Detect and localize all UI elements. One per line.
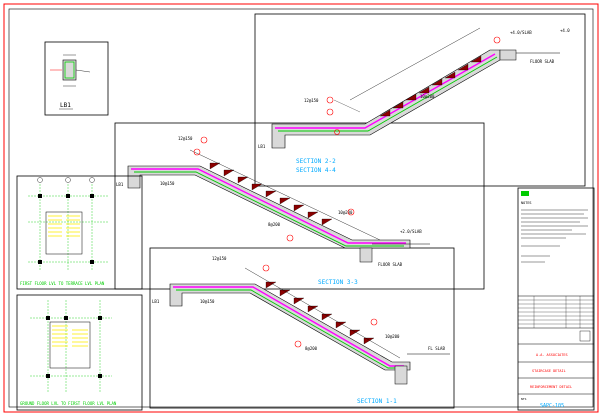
- section-2-title: SECTION 2-2: [296, 158, 336, 165]
- plan-lower-title: GROUND FLOOR LVL TO FIRST FLOOR LVL PLAN: [20, 401, 117, 406]
- detail-label: LB1: [60, 102, 71, 109]
- company-logo: [579, 330, 591, 342]
- notes-heading: NOTES: [521, 201, 532, 205]
- bar-mark-s1-1: 12@150: [212, 256, 227, 261]
- section-2-frame: [254, 13, 586, 187]
- section-3-steps: [209, 162, 333, 226]
- section-1-frame: [149, 247, 455, 409]
- section-3-drawing: +2.0/SLAB FLOOR SLAB LB1 12@150 10@150 1…: [116, 136, 430, 267]
- lb1-label-s2: LB1: [258, 144, 266, 149]
- section-3-title: SECTION 3-3: [318, 279, 358, 286]
- bar-mark-s2-1: 12@150: [304, 98, 319, 103]
- project-name: STAIRCASE DETAIL: [532, 369, 566, 373]
- bar-mark-s1-2: 10@150: [200, 299, 215, 304]
- scale-line: NTS: [521, 397, 527, 401]
- lb1-label-s1: LB1: [152, 299, 160, 304]
- bar-mark-s1-3: 10@200: [385, 334, 400, 339]
- title-block: NOTES A.A: [517, 187, 595, 411]
- level-tag-bot-a: FL SLAB: [428, 346, 445, 351]
- level-tag-top-b: +4.0: [560, 28, 570, 33]
- section-1-steps: [265, 281, 375, 345]
- drawing-number: SAPC-105: [540, 403, 564, 409]
- beam-detail-box: LB1: [44, 41, 109, 116]
- bar-mark-s3-3: 10@200: [338, 210, 353, 215]
- section-3-frame: [114, 122, 485, 290]
- sheet-border: [3, 3, 599, 413]
- floor-slab-label-top: FLOOR SLAB: [530, 59, 555, 64]
- bar-mark-s3-1: 12@150: [178, 136, 193, 141]
- plan-lower: GROUND FLOOR LVL TO FIRST FLOOR LVL PLAN: [16, 294, 143, 411]
- bar-mark-s2-2: 10@200: [420, 94, 435, 99]
- sheet-inner-border: [8, 8, 594, 408]
- bar-mark-s1-4: 8@200: [305, 346, 318, 351]
- level-tag-top-a: +4.0/SLAB: [510, 30, 532, 35]
- title-block-green-tag: [521, 191, 529, 196]
- section-1-drawing: FL SLAB LB1 12@150 10@150 10@200 8@200: [152, 256, 450, 385]
- level-tag-mid-a: +2.0/SLAB: [400, 229, 422, 234]
- section-1-title: SECTION 1-1: [357, 398, 397, 405]
- drawing-title: REINFORCEMENT DETAIL: [530, 385, 572, 389]
- section-4-title: SECTION 4-4: [296, 167, 336, 174]
- plan-upper: FIRST FLOOR LVL TO TERRACE LVL PLAN: [16, 175, 143, 290]
- bar-mark-s3-4: 8@200: [268, 222, 281, 227]
- lb1-label-s3: LB1: [116, 182, 124, 187]
- client-line: A.A. ASSOCIATES: [536, 353, 568, 357]
- section-2-drawing: +4.0/SLAB +4.0 FLOOR SLAB LB1 12@150 10@…: [258, 27, 570, 149]
- floor-slab-label-mid: FLOOR SLAB: [378, 262, 403, 267]
- bar-mark-s3-2: 10@150: [160, 181, 175, 186]
- plan-upper-title: FIRST FLOOR LVL TO TERRACE LVL PLAN: [20, 281, 105, 286]
- section-2-steps: [379, 55, 482, 117]
